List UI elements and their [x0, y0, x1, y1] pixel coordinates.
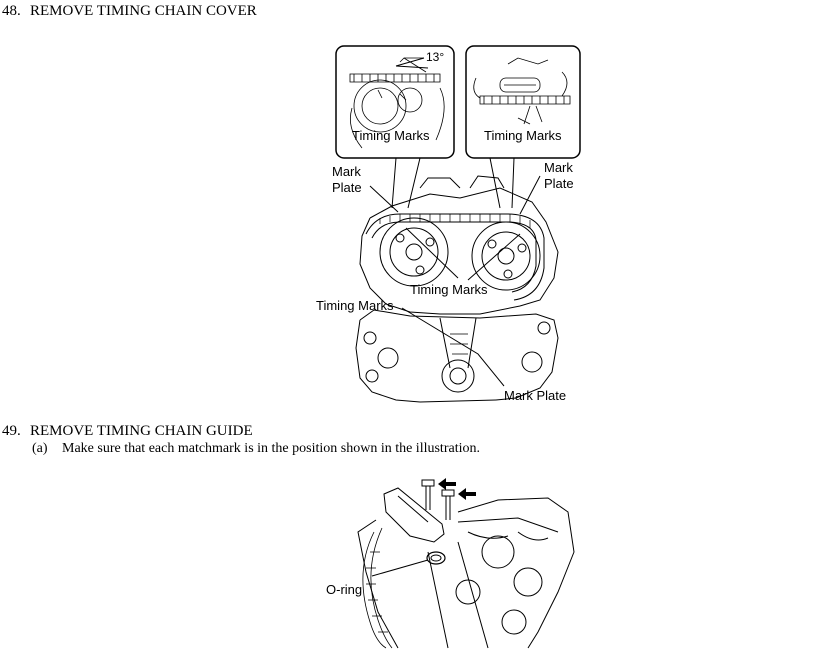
callout-leader-left — [391, 157, 421, 209]
leader-mark-plate-right — [519, 175, 541, 215]
timing-chain-guide-figure: O-ring — [326, 478, 575, 649]
timing-chain-cover-figure: 13° Timing Marks Timing Marks Mark Plate… — [316, 45, 581, 403]
leader-timing-left — [401, 307, 505, 387]
callout-right-label: Timing Marks — [484, 128, 562, 143]
mark-plate-left-line2: Plate — [332, 180, 362, 195]
chain-guide-plate — [383, 487, 445, 543]
leader-o-ring — [371, 559, 429, 577]
cam-sprocket-left — [379, 217, 449, 287]
substep-text: Make sure that each matchmark is in the … — [62, 441, 480, 456]
mark-plate-right-line1: Mark — [544, 160, 573, 175]
angle-label: 13° — [426, 50, 444, 64]
leader-mark-plate-left — [369, 185, 399, 213]
cam-sprocket-right — [471, 221, 541, 291]
guide-bolt-2 — [441, 489, 455, 520]
timing-chain — [365, 213, 545, 301]
callout-box-left — [335, 45, 455, 159]
step-48-title: REMOVE TIMING CHAIN COVER — [30, 3, 257, 19]
bolt-arrow-1 — [438, 478, 456, 490]
leader-timing-center-a — [405, 227, 459, 279]
mark-plate-right-line2: Plate — [544, 176, 574, 191]
engine-body — [357, 497, 575, 649]
callout-left-label: Timing Marks — [352, 128, 430, 143]
left-callout-sprocket — [349, 57, 445, 149]
engine-upper-outline — [359, 175, 559, 315]
bolt-arrow-2 — [458, 488, 476, 500]
o-ring-label: O-ring — [326, 582, 362, 597]
step-49-number: 49. — [2, 423, 21, 439]
callout-box-right — [465, 45, 581, 159]
mark-plate-bottom-label: Mark Plate — [504, 388, 566, 403]
angle-lines — [395, 57, 429, 69]
callout-leader-right — [489, 157, 515, 209]
step-49-title: REMOVE TIMING CHAIN GUIDE — [30, 423, 253, 439]
step-48-number: 48. — [2, 3, 21, 19]
o-ring-inner — [430, 554, 442, 562]
step-49-substep-a: (a) Make sure that each matchmark is in t… — [32, 440, 480, 458]
right-callout-sprocket — [473, 57, 571, 125]
timing-marks-left-label: Timing Marks — [316, 298, 394, 313]
engine-lower-outline — [355, 309, 559, 403]
guide-bolt-1 — [421, 479, 435, 510]
mark-plate-left-line1: Mark — [332, 164, 361, 179]
leader-timing-center-b — [467, 233, 521, 281]
timing-chain-side — [362, 527, 393, 649]
timing-marks-center-label: Timing Marks — [410, 282, 488, 297]
step-49-heading: 49. REMOVE TIMING CHAIN GUIDE — [2, 422, 253, 440]
substep-letter: (a) — [32, 441, 48, 456]
o-ring-outer — [426, 551, 446, 565]
step-48-heading: 48. REMOVE TIMING CHAIN COVER — [2, 2, 257, 20]
crank-sprocket — [439, 317, 477, 393]
